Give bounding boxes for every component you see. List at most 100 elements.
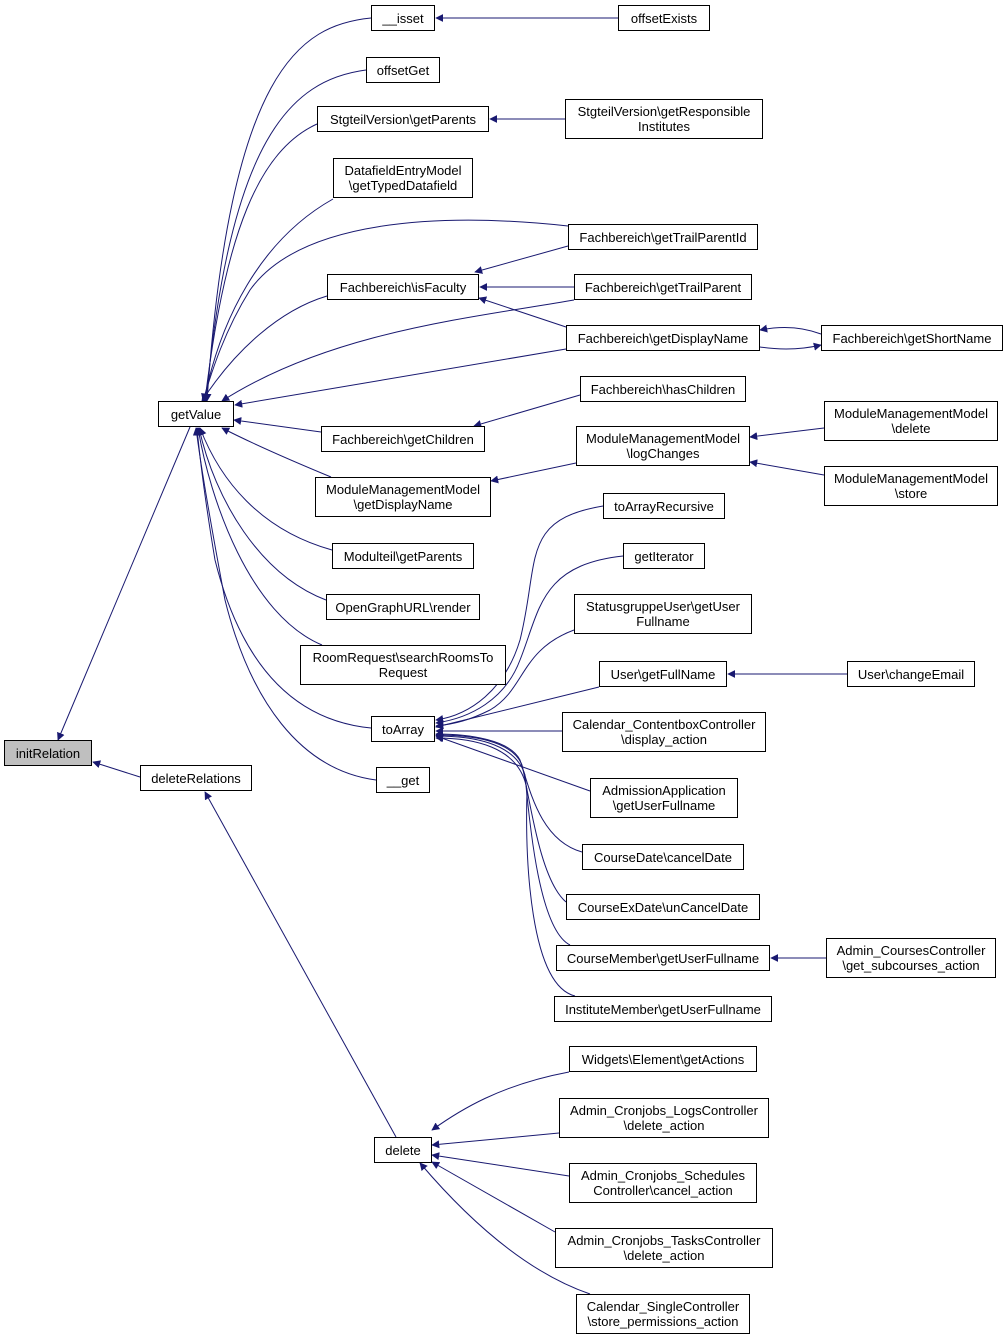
node-deleteRelations[interactable]: deleteRelations: [140, 765, 252, 791]
edge-courseMember-to-toArray: [435, 732, 571, 946]
node-stgGetParents[interactable]: StgteilVersion\getParents: [317, 106, 489, 132]
edge-admission-to-toArray: [435, 734, 591, 792]
node-cronLogs[interactable]: Admin_Cronjobs_LogsController\delete_act…: [559, 1098, 769, 1138]
node-fbDisplayName[interactable]: Fachbereich\getDisplayName: [566, 325, 760, 351]
node-adminCourses[interactable]: Admin_CoursesController\get_subcourses_a…: [826, 938, 996, 978]
node-fbTrailParentId[interactable]: Fachbereich\getTrailParentId: [568, 224, 758, 250]
node-mmLogChanges[interactable]: ModuleManagementModel\logChanges: [576, 426, 750, 466]
node-label: __get: [386, 772, 420, 788]
edge-calSingle-to-delete: [419, 1162, 591, 1295]
node-label: Fachbereich\getChildren: [332, 431, 474, 447]
node-cronTasks[interactable]: Admin_Cronjobs_TasksController\delete_ac…: [555, 1228, 773, 1268]
node-offsetExists[interactable]: offsetExists: [618, 5, 710, 31]
node-label: Fachbereich\hasChildren: [590, 381, 736, 397]
node-fbGetChildren[interactable]: Fachbereich\getChildren: [321, 426, 485, 452]
node-label: Fullname: [636, 614, 690, 629]
edge-fbTrailParent-to-getValue: [221, 299, 575, 402]
node-label: \store_permissions_action: [587, 1314, 739, 1329]
node-getIterator[interactable]: getIterator: [623, 543, 705, 569]
node-courseMember[interactable]: CourseMember\getUserFullname: [556, 945, 770, 971]
node-widgets[interactable]: Widgets\Element\getActions: [569, 1046, 757, 1072]
edge-modulteil-to-getValue: [198, 427, 333, 551]
edge-mmStore-to-mmLogChanges: [749, 459, 825, 476]
node-label: Fachbereich\getTrailParent: [584, 279, 742, 295]
node-label: \store: [894, 486, 928, 501]
edge-instituteMember-to-toArray: [435, 734, 576, 997]
node-label: StatusgruppeUser\getUser: [586, 599, 740, 614]
node-initRelation[interactable]: initRelation: [4, 740, 92, 766]
node-calContentbox[interactable]: Calendar_ContentboxController\display_ac…: [562, 712, 766, 752]
node-courseExUncancel[interactable]: CourseExDate\unCancelDate: [566, 894, 760, 920]
edge-fbTrailParentId-to-fbIsFaculty: [474, 245, 569, 274]
node-label: \getDisplayName: [353, 497, 453, 512]
node-userChangeEmail[interactable]: User\changeEmail: [847, 661, 975, 687]
node-mmDelete[interactable]: ModuleManagementModel\delete: [824, 401, 998, 441]
node-toArrayRecursive[interactable]: toArrayRecursive: [603, 493, 725, 519]
edge-getValue-to-initRelation: [57, 426, 191, 741]
node-label: Fachbereich\getDisplayName: [577, 330, 749, 346]
node-calSingle[interactable]: Calendar_SingleController\store_permissi…: [576, 1294, 750, 1334]
node-label: offsetExists: [630, 10, 698, 26]
edge-offsetGet-to-getValue: [202, 69, 367, 402]
node-label: Fachbereich\getShortName: [832, 330, 992, 346]
node-userFullName[interactable]: User\getFullName: [599, 661, 727, 687]
node-label: CourseExDate\unCancelDate: [577, 899, 749, 915]
edge-statusgruppe-to-toArray: [435, 629, 575, 730]
node-label: User\getFullName: [610, 666, 716, 682]
node-label: Admin_Cronjobs_LogsController: [570, 1103, 758, 1118]
node-modulteil[interactable]: Modulteil\getParents: [332, 543, 474, 569]
node-offsetGet[interactable]: offsetGet: [366, 57, 440, 83]
node-courseCancel[interactable]: CourseDate\cancelDate: [582, 844, 744, 870]
node-label: getIterator: [634, 548, 694, 564]
edge-delete-to-deleteRelations: [204, 791, 397, 1138]
node-label: RoomRequest\searchRoomsTo: [312, 650, 494, 665]
node-admission[interactable]: AdmissionApplication\getUserFullname: [590, 778, 738, 818]
node-label: CourseDate\cancelDate: [593, 849, 733, 865]
node-instituteMember[interactable]: InstituteMember\getUserFullname: [554, 996, 772, 1022]
node-fbShortName[interactable]: Fachbereich\getShortName: [821, 325, 1003, 351]
node-mmDisplayName[interactable]: ModuleManagementModel\getDisplayName: [315, 477, 491, 517]
node-label: Institutes: [637, 119, 691, 134]
node-fbHasChildren[interactable]: Fachbereich\hasChildren: [580, 376, 746, 402]
node-label: StgteilVersion\getParents: [330, 111, 476, 127]
edge-mmDisplayName-to-getValue: [221, 427, 332, 478]
node-label: CourseMember\getUserFullname: [566, 950, 760, 966]
node-label: Admin_Cronjobs_Schedules: [580, 1168, 746, 1183]
edge-isset-to-getValue: [203, 17, 372, 402]
node-isset[interactable]: __isset: [371, 5, 435, 31]
node-label: delete: [385, 1142, 421, 1158]
edge-getIterator-to-toArray: [435, 555, 624, 726]
edge-cronSchedules-to-delete: [431, 1152, 570, 1177]
edge-fbDisplayName-to-fbShortName: [759, 342, 822, 351]
node-label: \delete_action: [623, 1248, 705, 1263]
edge-get-to-getValue: [192, 427, 377, 781]
edge-fbShortName-to-fbDisplayName: [759, 324, 822, 335]
node-ogRender[interactable]: OpenGraphURL\render: [326, 594, 480, 620]
node-label: toArrayRecursive: [614, 498, 714, 514]
node-toArray[interactable]: toArray: [371, 716, 435, 742]
edge-widgets-to-delete: [431, 1071, 570, 1131]
edge-userFullName-to-toArray: [435, 686, 600, 730]
node-mmStore[interactable]: ModuleManagementModel\store: [824, 466, 998, 506]
node-label: getValue: [170, 406, 222, 422]
node-datafield[interactable]: DatafieldEntryModel\getTypedDatafield: [333, 158, 473, 198]
node-getValue[interactable]: getValue: [158, 401, 234, 427]
node-label: StgteilVersion\getResponsible: [577, 104, 751, 119]
node-delete[interactable]: delete: [374, 1137, 432, 1163]
node-label: \display_action: [621, 732, 707, 747]
node-fbIsFaculty[interactable]: Fachbereich\isFaculty: [327, 274, 479, 300]
node-label: Calendar_SingleController: [586, 1299, 740, 1314]
node-label: InstituteMember\getUserFullname: [565, 1001, 761, 1017]
node-fbTrailParent[interactable]: Fachbereich\getTrailParent: [574, 274, 752, 300]
edge-fbIsFaculty-to-getValue: [201, 295, 328, 402]
node-label: ModuleManagementModel: [326, 482, 480, 497]
node-get[interactable]: __get: [376, 767, 430, 793]
edge-mmDelete-to-mmLogChanges: [749, 427, 825, 441]
edge-toArrayRecursive-to-toArray: [435, 505, 604, 723]
node-label: Controller\cancel_action: [593, 1183, 733, 1198]
